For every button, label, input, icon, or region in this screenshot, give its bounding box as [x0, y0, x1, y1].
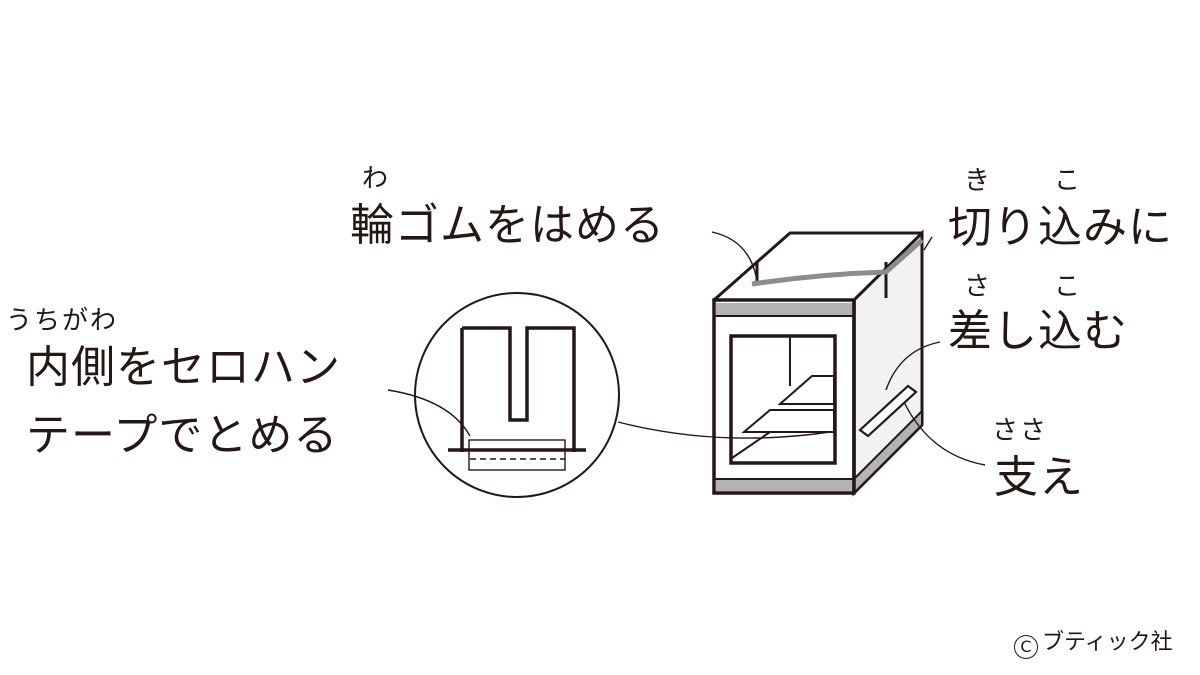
leader-detail-to-box	[617, 421, 831, 439]
copyright-text: ブティック社	[1042, 630, 1173, 655]
inside-tape-label-line2: テープでとめる	[26, 410, 339, 461]
inside-tape-ruby: うちがわ	[6, 306, 119, 336]
support-label: 支え	[994, 452, 1084, 503]
leader-support	[903, 401, 986, 466]
box-bottom-band	[716, 479, 852, 491]
slit-ruby-ko2: こ	[1054, 272, 1083, 302]
detail-inset	[414, 292, 620, 498]
leader-top-slit	[923, 236, 933, 251]
copyright-icon: C	[1014, 635, 1038, 659]
inside-tape-label-line1: 内側をセロハン	[26, 342, 341, 393]
leader-slit	[885, 341, 941, 391]
rubber-band-label: 輪ゴムをはめる	[350, 200, 665, 251]
leader-lines	[387, 231, 986, 466]
detail-circle	[414, 292, 620, 498]
detail-tape	[468, 439, 566, 471]
box-top-band	[716, 303, 852, 316]
support-strip	[858, 384, 918, 438]
detail-card-outline	[462, 326, 576, 452]
rubber-band-ruby: わ	[362, 164, 391, 194]
insert-slit-label-line1: 切り込みに	[948, 202, 1173, 253]
slit-ruby-ko: こ	[1054, 166, 1083, 196]
support-ruby: ささ	[992, 416, 1049, 446]
box	[712, 229, 924, 497]
box-shelf-upper	[777, 375, 835, 405]
insert-slit-label-line2: 差し込む	[948, 306, 1128, 357]
slit-ruby-ki: き	[964, 166, 993, 196]
box-top-back	[713, 231, 922, 302]
rubber-band	[751, 238, 924, 287]
slit-ruby-sa: さ	[964, 272, 993, 302]
leader-rubber-band	[711, 231, 757, 277]
leader-inside-tape	[387, 389, 471, 437]
box-shelf-lower	[741, 409, 835, 433]
